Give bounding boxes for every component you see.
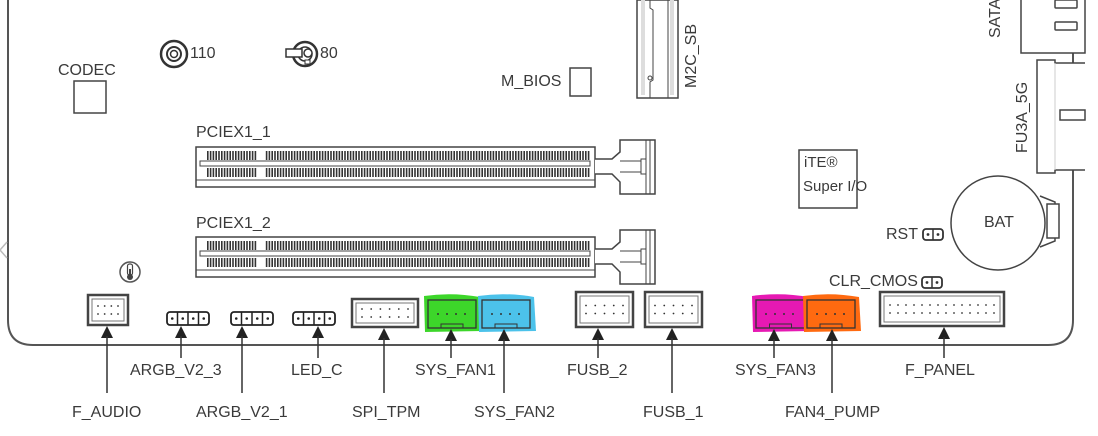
header-spi-tpm — [350, 297, 420, 393]
header-label-fusb-1: FUSB_1 — [643, 404, 704, 421]
header-fusb-1 — [643, 290, 704, 393]
faint-arrow-fragment — [0, 241, 8, 259]
pcie-slot-1-label: PCIEX1_1 — [196, 124, 271, 141]
header-label-fusb-2: FUSB_2 — [567, 362, 628, 379]
header-led-c — [292, 311, 336, 358]
header-f-audio — [86, 293, 130, 393]
pcie-slot-2-label: PCIEX1_2 — [196, 215, 271, 232]
battery-socket — [950, 175, 1060, 271]
standoff-80-label: 80 — [320, 45, 338, 62]
thermometer-icon — [119, 261, 141, 283]
header-label-sys-fan1: SYS_FAN1 — [415, 362, 496, 379]
clr-cmos-jumper — [921, 276, 943, 289]
rst-label: RST — [886, 226, 918, 243]
codec-chip — [73, 80, 107, 114]
pcie-slot-1 — [195, 139, 656, 195]
header-label-argb-v2-3: ARGB_V2_3 — [130, 362, 222, 379]
codec-label: CODEC — [58, 62, 116, 79]
header-label-spi-tpm: SPI_TPM — [352, 404, 421, 421]
m-bios-label: M_BIOS — [501, 73, 562, 90]
clr-cmos-label: CLR_CMOS — [829, 273, 918, 290]
header-fusb-2 — [574, 290, 635, 358]
m2-slot-label: M2C_SB — [683, 23, 700, 88]
header-sys-fan3 — [752, 294, 811, 358]
header-argb-v2-3 — [166, 311, 210, 358]
header-label-argb-v2-1: ARGB_V2_1 — [196, 404, 288, 421]
header-sys-fan2 — [478, 294, 536, 393]
header-label-sys-fan2: SYS_FAN2 — [474, 404, 555, 421]
standoff-110-icon — [159, 39, 189, 69]
header-label-fan4-pump: FAN4_PUMP — [785, 404, 881, 421]
header-label-f-panel: F_PANEL — [905, 362, 975, 379]
m-bios-chip — [569, 67, 592, 97]
super-io-label: Super I/O — [803, 178, 868, 195]
board-outline — [7, 0, 1074, 346]
fu3a-5g-connector — [1036, 59, 1086, 174]
sata-label: SATA — [987, 0, 1004, 38]
standoff-110-label: 110 — [190, 45, 216, 62]
fu3a-label: FU3A_5G — [1014, 81, 1031, 153]
pcie-slot-2 — [195, 229, 656, 285]
sata-connector — [1020, 0, 1086, 54]
header-argb-v2-1 — [230, 311, 274, 393]
header-label-sys-fan3: SYS_FAN3 — [735, 362, 816, 379]
rst-jumper — [922, 228, 944, 241]
standoff-80-icon — [285, 40, 319, 68]
header-sys-fan1 — [424, 294, 482, 358]
header-label-f-audio: F_AUDIO — [72, 404, 142, 421]
header-fan4-pump — [803, 294, 861, 393]
header-f-panel — [878, 290, 1006, 358]
m2-slot — [636, 0, 679, 99]
battery-label: BAT — [984, 214, 1014, 231]
super-io-chip — [798, 149, 858, 209]
super-io-brand: iTE® — [804, 154, 838, 171]
header-label-led-c: LED_C — [291, 362, 343, 379]
